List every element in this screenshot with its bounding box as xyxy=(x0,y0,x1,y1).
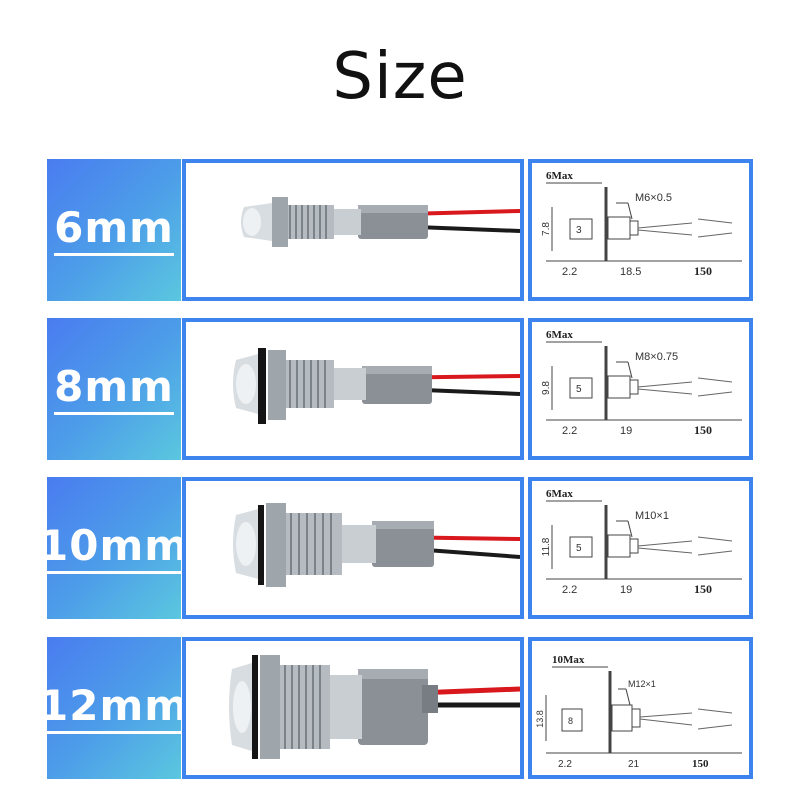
size-label: 8mm xyxy=(54,363,174,415)
dimension-drawing: 6Max M10×1 5 11.8 2.2 19 150 xyxy=(528,477,753,619)
max-label: 10Max xyxy=(552,654,585,666)
bezel-label: 2.2 xyxy=(562,266,577,278)
max-label: 6Max xyxy=(546,170,573,182)
size-tile: 8mm xyxy=(47,318,181,460)
size-label: 12mm xyxy=(39,682,189,734)
product-photo xyxy=(182,637,524,779)
product-photo xyxy=(182,159,524,301)
size-tile: 6mm xyxy=(47,159,181,301)
height-label: 13.8 xyxy=(535,710,545,728)
body-label: 19 xyxy=(620,584,632,596)
product-photo xyxy=(182,477,524,619)
height-label: 7.8 xyxy=(541,222,552,236)
size-tile: 10mm xyxy=(39,477,189,619)
inner-label: 5 xyxy=(576,384,582,395)
size-label: 6mm xyxy=(54,204,174,256)
dimension-drawing: 6Max M6×0.5 3 7.8 2.2 18.5 150 xyxy=(528,159,753,301)
size-row-8mm: 8mm 6Max xyxy=(47,318,753,460)
wire-label: 150 xyxy=(692,758,709,770)
inner-label: 8 xyxy=(568,716,573,726)
bezel-label: 2.2 xyxy=(558,759,572,770)
size-tile: 12mm xyxy=(39,637,189,779)
dimension-drawing: 10Max M12×1 8 13.8 2.2 21 150 xyxy=(528,637,753,779)
size-row-10mm: 10mm 6Max xyxy=(39,477,753,619)
inner-label: 5 xyxy=(576,543,582,554)
inner-label: 3 xyxy=(576,225,582,236)
bezel-label: 2.2 xyxy=(562,584,577,596)
thread-label: M10×1 xyxy=(635,510,669,522)
max-label: 6Max xyxy=(546,329,573,341)
product-photo xyxy=(182,318,524,460)
page-title: Size xyxy=(332,40,468,114)
body-label: 21 xyxy=(628,759,640,770)
body-label: 18.5 xyxy=(620,266,641,278)
height-label: 9.8 xyxy=(541,381,552,395)
wire-label: 150 xyxy=(694,423,712,437)
wire-label: 150 xyxy=(694,264,712,278)
size-row-6mm: 6mm 6Max xyxy=(47,159,753,301)
bezel-label: 2.2 xyxy=(562,425,577,437)
size-label: 10mm xyxy=(39,522,189,574)
wire-label: 150 xyxy=(694,582,712,596)
max-label: 6Max xyxy=(546,488,573,500)
dimension-drawing: 6Max M8×0.75 5 9.8 2.2 19 150 xyxy=(528,318,753,460)
thread-label: M12×1 xyxy=(628,679,656,689)
thread-label: M8×0.75 xyxy=(635,351,678,363)
height-label: 11.8 xyxy=(541,537,552,556)
size-row-12mm: 12mm 10Max xyxy=(39,637,753,779)
body-label: 19 xyxy=(620,425,632,437)
thread-label: M6×0.5 xyxy=(635,192,672,204)
